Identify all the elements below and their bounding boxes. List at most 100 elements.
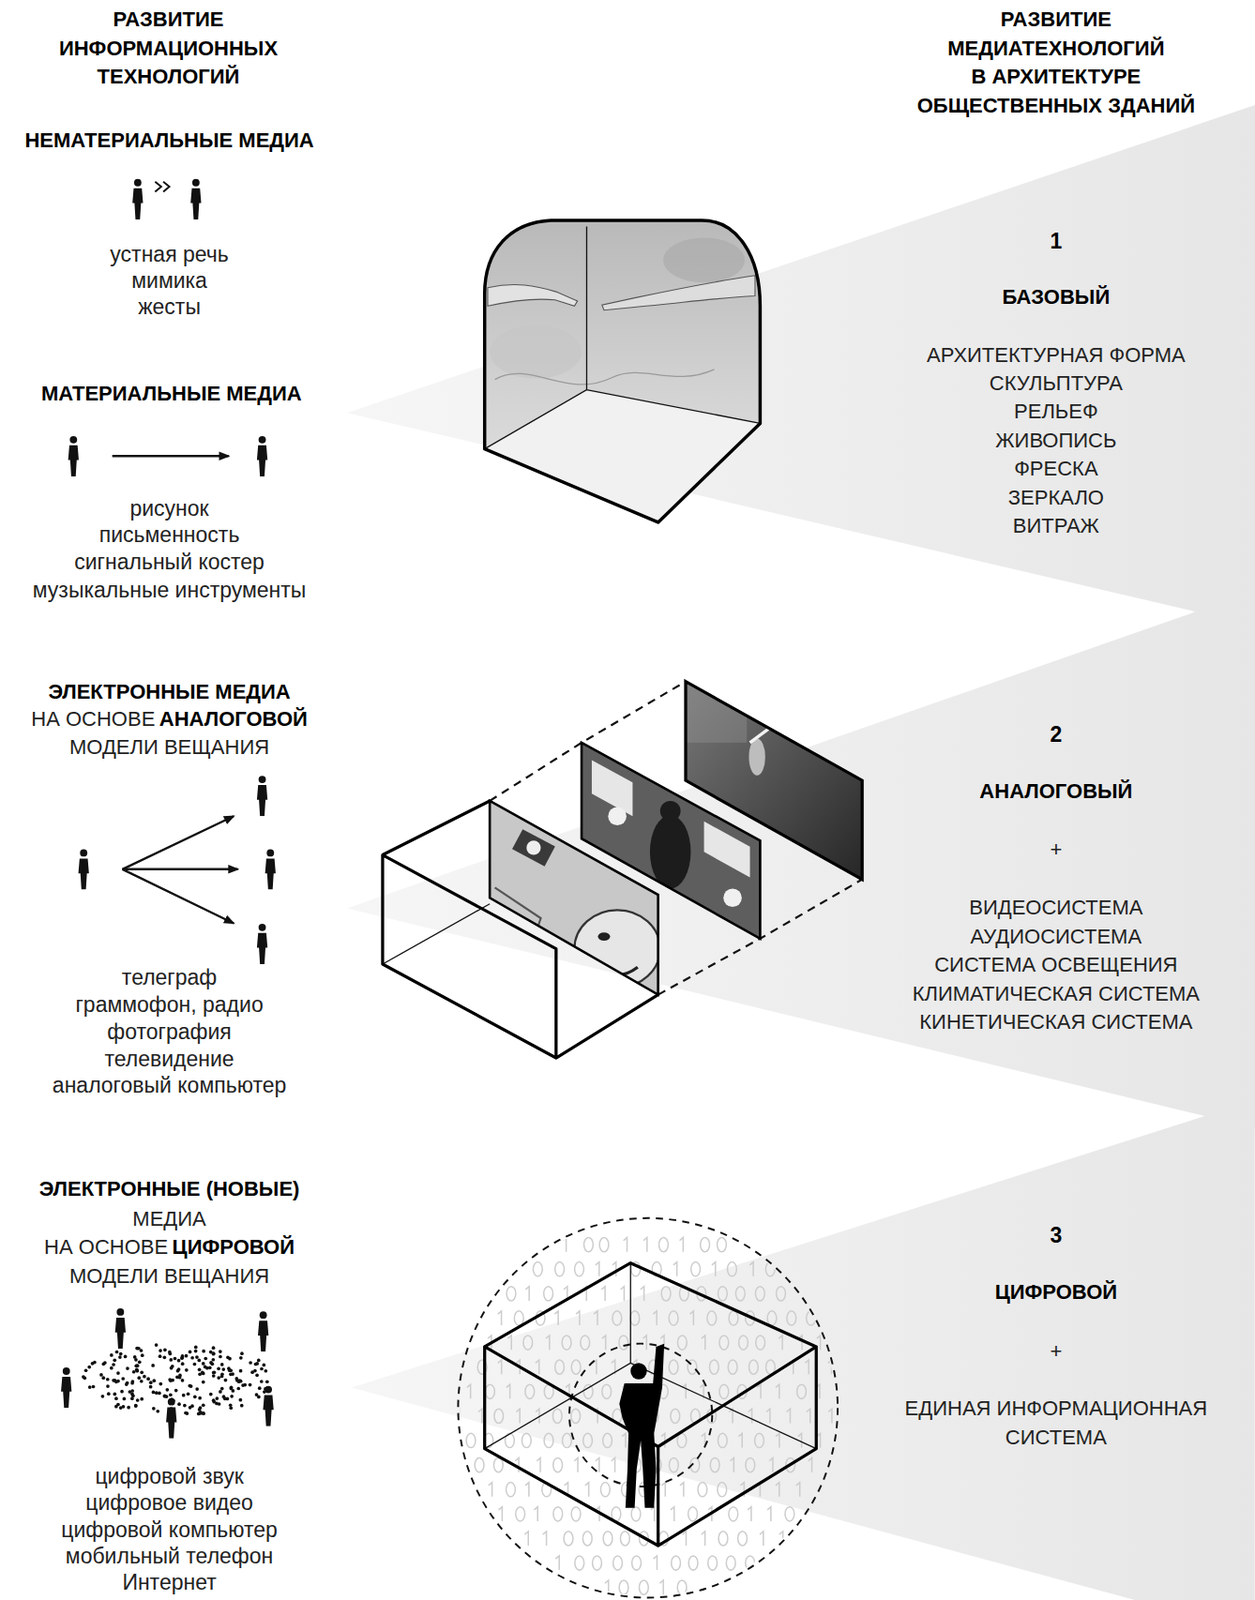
list-text: цифровое видео [85, 1489, 254, 1517]
text-slot: СКУЛЬПТУРА [989, 370, 1123, 397]
binary-digit-shape [603, 1531, 613, 1546]
list-text: ЗЕРКАЛО [1008, 484, 1104, 512]
binary-digit-shape [680, 1482, 684, 1497]
network-dot [139, 1348, 144, 1353]
art-ellipse [650, 815, 692, 889]
list-text: мимика [131, 267, 208, 295]
binary-digit-shape [691, 1262, 701, 1277]
network-dot [146, 1376, 151, 1381]
network-dot [257, 1386, 262, 1391]
binary-digit-shape [708, 1556, 718, 1571]
network-dot [142, 1375, 147, 1379]
text-slot: ЗЕРКАЛО [1008, 484, 1104, 512]
network-dot [136, 1398, 140, 1403]
binary-digit-shape [536, 1457, 541, 1472]
network-dot [211, 1398, 216, 1403]
network-dot [194, 1345, 198, 1350]
list-text: ЕДИНАЯ ИНФОРМАЦИОННАЯ СИСТЕМА [905, 1394, 1208, 1452]
network-icon [60, 1308, 274, 1439]
text-slot: мимика [131, 267, 208, 295]
network-dot [131, 1379, 136, 1384]
network-dot [178, 1375, 182, 1380]
network-dot [181, 1378, 185, 1383]
list-text: цифровой компьютер [60, 1515, 277, 1543]
network-dot [103, 1360, 107, 1365]
network-dot [212, 1370, 217, 1375]
list-text: устная речь [109, 240, 228, 268]
art-circle [607, 806, 627, 826]
network-dot [158, 1354, 163, 1359]
binary-digit-shape [659, 1580, 664, 1595]
text-slot: 1 [1049, 226, 1062, 255]
stage-title: АНАЛОГОВЫЙ [979, 778, 1133, 805]
text-slot: БАЗОВЫЙ [1002, 284, 1111, 311]
list-text: аналоговый компьютер [52, 1072, 287, 1100]
network-dot [218, 1349, 223, 1354]
network-dot [126, 1406, 131, 1410]
network-dot [209, 1392, 213, 1397]
art-path [382, 801, 659, 1059]
list-text: + [1049, 1339, 1062, 1366]
network-dot [157, 1391, 162, 1396]
network-dot [200, 1371, 205, 1376]
list-text: граммофон, радио [75, 991, 263, 1019]
art-path [484, 390, 761, 523]
network-dot [120, 1390, 124, 1394]
text-slot: КЛИМАТИЧЕСКАЯ СИСТЕМА [912, 981, 1200, 1008]
text-slot: ФРЕСКА [1013, 456, 1098, 484]
list-text: телеграф [121, 964, 217, 992]
network-dot [121, 1405, 126, 1409]
network-dot [257, 1359, 261, 1363]
text-slot: РАЗВИТИЕ ИНФОРМАЦИОННЫХ ТЕХНОЛОГИЙ [59, 6, 278, 92]
network-dot [135, 1369, 139, 1374]
binary-digit-shape [493, 1457, 503, 1472]
network-dot [248, 1360, 253, 1365]
network-dot [105, 1384, 110, 1389]
text-slot: МАТЕРИАЛЬНЫЕ МЕДИА [41, 380, 303, 408]
network-dot [116, 1371, 121, 1376]
network-dot [177, 1359, 182, 1363]
list-text: музыкальные инструменты [32, 575, 307, 604]
network-dot [186, 1391, 191, 1396]
network-dot [111, 1362, 116, 1367]
art-use [60, 1367, 72, 1408]
binary-digit-shape [677, 1580, 687, 1595]
text-slot: КИНЕТИЧЕСКАЯ СИСТЕМА [919, 1009, 1193, 1036]
binary-digit-shape [661, 1482, 666, 1497]
art-g [81, 1343, 270, 1416]
art-path [154, 181, 169, 193]
binary-digit-shape [466, 1433, 476, 1448]
stage-title: ЦИФРОВОЙ [995, 1279, 1118, 1306]
binary-digit-shape [631, 1507, 641, 1522]
binary-digit-shape [498, 1311, 502, 1326]
list-text: сигнальный костер [74, 548, 265, 576]
network-dot [185, 1411, 190, 1416]
heading-text: РАЗВИТИЕ МЕДИАТЕХНОЛОГИЙ В АРХИТЕКТУРЕ О… [917, 6, 1195, 121]
text-slot: РЕЛЬЕФ [1013, 399, 1099, 426]
network-dot [170, 1364, 175, 1369]
binary-digit-shape [738, 1531, 748, 1546]
network-dot [240, 1351, 244, 1356]
binary-digit-shape [599, 1238, 609, 1253]
network-dot [136, 1375, 141, 1380]
text-slot: рисунок [129, 494, 209, 522]
network-dot [106, 1391, 111, 1396]
list-text: + [1049, 836, 1062, 863]
network-dot [87, 1365, 91, 1370]
binary-digit-shape [592, 1556, 603, 1571]
network-dot [88, 1385, 92, 1390]
text-slot: аналоговый компьютер [52, 1072, 287, 1100]
binary-digit-shape [759, 1531, 764, 1546]
text-slot: письменность [99, 521, 241, 549]
text-slot: ЭЛЕКТРОННЫЕ МЕДИА [47, 679, 290, 706]
network-dot [173, 1357, 178, 1361]
network-dot [111, 1378, 116, 1383]
binary-digit-shape [532, 1262, 543, 1277]
broadcast-icon [78, 775, 276, 965]
network-dot [211, 1374, 216, 1378]
network-dot [211, 1345, 216, 1350]
network-dot [149, 1380, 153, 1385]
network-dot [255, 1373, 259, 1377]
network-dot [158, 1382, 163, 1387]
binary-digit-shape [717, 1238, 727, 1253]
